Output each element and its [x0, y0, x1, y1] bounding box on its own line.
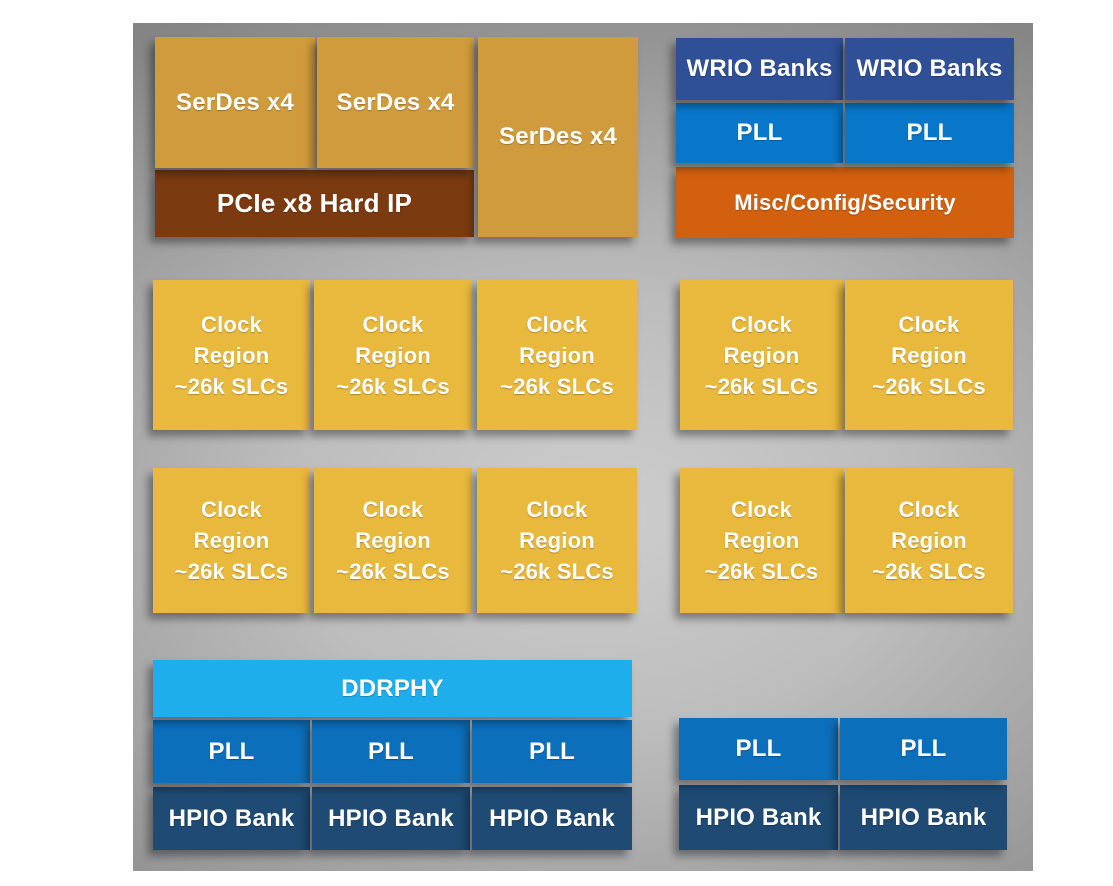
serdes-block-2: SerDes x4	[317, 37, 474, 168]
clock-region-label: Clock Region ~26k SLCs	[872, 497, 986, 584]
clock-region-label: Clock Region ~26k SLCs	[174, 311, 289, 399]
pll-top-block-1: PLL	[676, 103, 843, 163]
clock-region-block: Clock Region ~26k SLCs	[845, 280, 1013, 430]
clock-region-label: Clock Region ~26k SLCs	[500, 497, 614, 584]
hpio-bank-label: HPIO Bank	[860, 803, 987, 831]
clock-region-label: Clock Region ~26k SLCs	[336, 311, 450, 399]
wrio-label: WRIO Banks	[686, 55, 833, 82]
pll-label: PLL	[736, 119, 783, 146]
clock-region-label: Clock Region ~26k SLCs	[174, 497, 289, 584]
serdes-label: SerDes x4	[176, 88, 294, 116]
misc-config-security-block: Misc/Config/Security	[676, 167, 1014, 238]
ddrphy-block: DDRPHY	[153, 660, 632, 717]
clock-region-block: Clock Region ~26k SLCs	[477, 468, 637, 613]
pll-label: PLL	[900, 735, 947, 762]
wrio-banks-block-2: WRIO Banks	[845, 38, 1014, 100]
clock-region-label: Clock Region ~26k SLCs	[704, 311, 819, 399]
pll-bottom-block: PLL	[679, 718, 838, 780]
pll-bottom-block: PLL	[840, 718, 1007, 780]
pcie-label: PCIe x8 Hard IP	[216, 188, 413, 218]
misc-label: Misc/Config/Security	[734, 189, 956, 215]
pll-label: PLL	[906, 119, 953, 146]
hpio-bank-label: HPIO Bank	[489, 804, 615, 832]
die-background-panel: PCIe x8 Hard IP SerDes x4 SerDes x4 SerD…	[133, 23, 1033, 871]
clock-region-block: Clock Region ~26k SLCs	[477, 280, 637, 430]
hpio-bank-block: HPIO Bank	[679, 785, 838, 850]
wrio-banks-block-1: WRIO Banks	[676, 38, 843, 100]
hpio-bank-label: HPIO Bank	[695, 803, 822, 831]
ddrphy-label: DDRPHY	[341, 674, 444, 702]
clock-region-block: Clock Region ~26k SLCs	[680, 280, 843, 430]
serdes-label: SerDes x4	[499, 123, 617, 150]
pcie-x8-hard-ip-block: PCIe x8 Hard IP	[155, 170, 474, 237]
hpio-bank-block: HPIO Bank	[312, 787, 470, 850]
serdes-block-1: SerDes x4	[155, 37, 315, 168]
pll-label: PLL	[208, 737, 255, 765]
hpio-bank-label: HPIO Bank	[328, 804, 454, 832]
hpio-bank-block: HPIO Bank	[840, 785, 1007, 850]
clock-region-block: Clock Region ~26k SLCs	[153, 280, 310, 430]
wrio-label: WRIO Banks	[856, 55, 1003, 82]
clock-region-block: Clock Region ~26k SLCs	[680, 468, 843, 613]
pll-label: PLL	[735, 735, 782, 762]
pll-bottom-block: PLL	[153, 720, 310, 783]
clock-region-block: Clock Region ~26k SLCs	[314, 280, 472, 430]
pll-label: PLL	[368, 737, 414, 765]
clock-region-block: Clock Region ~26k SLCs	[314, 468, 472, 613]
clock-region-label: Clock Region ~26k SLCs	[500, 311, 614, 399]
pll-label: PLL	[529, 737, 575, 765]
serdes-block-3: SerDes x4	[478, 37, 638, 237]
clock-region-label: Clock Region ~26k SLCs	[336, 497, 450, 584]
pll-top-block-2: PLL	[845, 103, 1014, 163]
hpio-bank-label: HPIO Bank	[168, 804, 295, 832]
pll-bottom-block: PLL	[472, 720, 632, 783]
pll-bottom-block: PLL	[312, 720, 470, 783]
clock-region-label: Clock Region ~26k SLCs	[872, 311, 986, 399]
hpio-bank-block: HPIO Bank	[472, 787, 632, 850]
clock-region-block: Clock Region ~26k SLCs	[153, 468, 310, 613]
clock-region-label: Clock Region ~26k SLCs	[704, 497, 819, 584]
hpio-bank-block: HPIO Bank	[153, 787, 310, 850]
serdes-label: SerDes x4	[336, 88, 455, 116]
clock-region-block: Clock Region ~26k SLCs	[845, 468, 1013, 613]
